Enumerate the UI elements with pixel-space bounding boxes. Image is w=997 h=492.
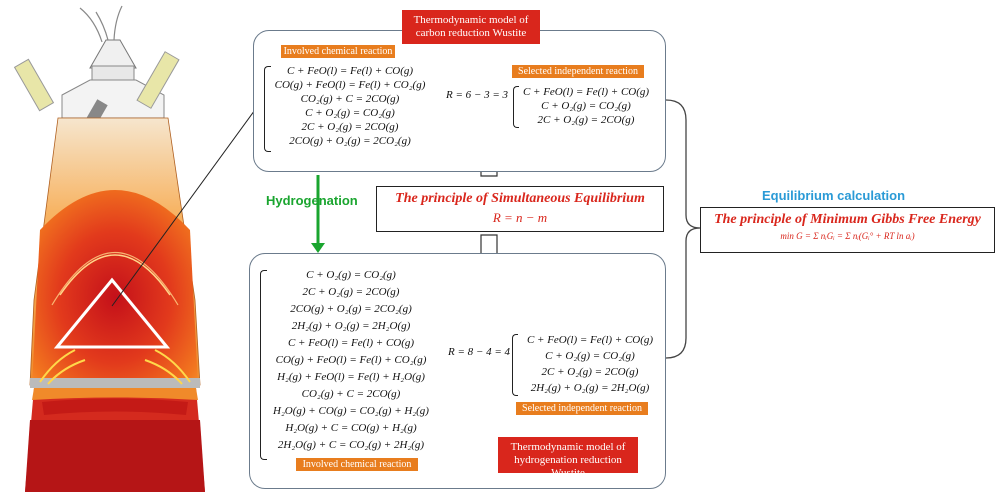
carbon-reaction: C + O₂(g) = CO₂(g) bbox=[305, 107, 395, 119]
equilibrium-heading: Equilibrium calculation bbox=[762, 188, 906, 203]
simultaneous-equilibrium-formula: R = n − m bbox=[492, 210, 548, 225]
hydrogen-reaction: 2CO(g) + O₂(g) = 2CO₂(g) bbox=[290, 303, 412, 315]
carbon-selected-reaction: C + FeO(l) = Fe(l) + CO(g) bbox=[522, 86, 650, 98]
carbon-selected-list: C + FeO(l) = Fe(l) + CO(g) C + O₂(g) = C… bbox=[516, 85, 656, 127]
carbon-reaction: CO(g) + FeO(l) = Fe(l) + CO₂(g) bbox=[274, 79, 426, 91]
carbon-reaction: 2C + O₂(g) = 2CO(g) bbox=[301, 121, 399, 133]
gibbs-energy-title: The principle of Minimum Gibbs Free Ener… bbox=[714, 212, 981, 227]
hydrogen-selected-list: C + FeO(l) = Fe(l) + CO(g) C + O₂(g) = C… bbox=[515, 332, 665, 396]
hydrogen-reaction: 2H₂(g) + O₂(g) = 2H₂O(g) bbox=[291, 320, 411, 332]
hydrogen-reaction: H₂O(g) + CO(g) = CO₂(g) + H₂(g) bbox=[273, 405, 429, 417]
carbon-selected-reaction: C + O₂(g) = CO₂(g) bbox=[541, 100, 631, 112]
hydrogen-involved-label: Involved chemical reaction bbox=[296, 458, 418, 471]
hydrogen-selected-label: Selected independent reaction bbox=[516, 402, 648, 415]
carbon-r-formula: R = 6 − 3 = 3 bbox=[446, 89, 508, 101]
hydrogen-reaction: H₂(g) + FeO(l) = Fe(l) + H₂O(g) bbox=[277, 371, 425, 383]
carbon-reaction: C + FeO(l) = Fe(l) + CO(g) bbox=[286, 65, 414, 77]
hydrogenation-label: Hydrogenation bbox=[266, 193, 358, 208]
hydrogen-model-title: Thermodynamic model of hydrogenation red… bbox=[498, 437, 638, 479]
simultaneous-equilibrium-title: The principle of Simultaneous Equilibriu… bbox=[395, 191, 645, 206]
hydrogen-selected-reaction: 2C + O₂(g) = 2CO(g) bbox=[541, 366, 639, 378]
simultaneous-equilibrium-box: The principle of Simultaneous Equilibriu… bbox=[376, 186, 664, 232]
hydrogen-selected-reaction: C + FeO(l) = Fe(l) + CO(g) bbox=[526, 334, 654, 346]
hydrogen-reactions-list: C + O₂(g) = CO₂(g) 2C + O₂(g) = 2CO(g) 2… bbox=[266, 267, 436, 454]
hydrogen-reaction: C + FeO(l) = Fe(l) + CO(g) bbox=[287, 337, 415, 349]
hydrogen-r-formula: R = 8 − 4 = 4 bbox=[448, 346, 510, 358]
gibbs-energy-formula: min G = Σ nᵢGᵢ = Σ nᵢ(Gᵢ° + RT ln aᵢ) bbox=[780, 231, 915, 241]
hydrogen-reaction: H₂O(g) + C = CO(g) + H₂(g) bbox=[285, 422, 417, 434]
hydrogen-reaction: C + O₂(g) = CO₂(g) bbox=[306, 269, 396, 281]
carbon-involved-label: Involved chemical reaction bbox=[281, 45, 395, 58]
hydrogen-selected-brace bbox=[512, 334, 518, 396]
hydrogen-reactions-brace bbox=[260, 270, 267, 460]
carbon-reactions-brace bbox=[264, 66, 271, 152]
furnace-illustration bbox=[13, 5, 205, 492]
hydrogen-selected-reaction: 2H₂(g) + O₂(g) = 2H₂O(g) bbox=[530, 382, 650, 394]
carbon-model-title: Thermodynamic model of carbon reduction … bbox=[402, 10, 540, 44]
carbon-selected-brace bbox=[513, 86, 519, 128]
hydrogen-selected-reaction: C + O₂(g) = CO₂(g) bbox=[545, 350, 635, 362]
carbon-reaction: 2CO(g) + O₂(g) = 2CO₂(g) bbox=[289, 135, 411, 147]
carbon-model-title-text: Thermodynamic model of carbon reduction … bbox=[413, 14, 529, 39]
gibbs-energy-box: The principle of Minimum Gibbs Free Ener… bbox=[700, 207, 995, 253]
carbon-reaction: CO₂(g) + C = 2CO(g) bbox=[300, 93, 400, 105]
carbon-selected-reaction: 2C + O₂(g) = 2CO(g) bbox=[537, 114, 635, 126]
carbon-reactions-list: C + FeO(l) = Fe(l) + CO(g) CO(g) + FeO(l… bbox=[270, 64, 430, 148]
hydrogen-reaction: 2H₂O(g) + C = CO₂(g) + 2H₂(g) bbox=[277, 439, 425, 451]
hydrogen-reaction: 2C + O₂(g) = 2CO(g) bbox=[302, 286, 400, 298]
hydrogen-reaction: CO₂(g) + C = 2CO(g) bbox=[301, 388, 401, 400]
carbon-selected-label: Selected independent reaction bbox=[512, 65, 644, 78]
hydrogen-model-title-text: Thermodynamic model of hydrogenation red… bbox=[510, 441, 626, 479]
hydrogen-reaction: CO(g) + FeO(l) = Fe(l) + CO₂(g) bbox=[275, 354, 427, 366]
